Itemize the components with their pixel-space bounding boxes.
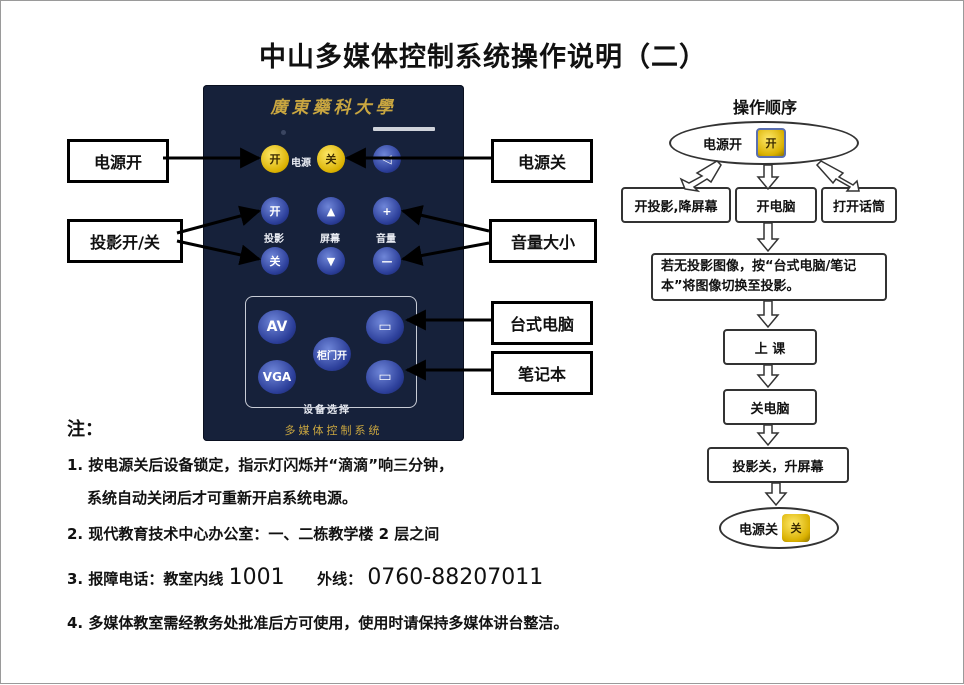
cabinet-open-button[interactable]: 柜门开 — [313, 337, 351, 371]
note-1-line-2: 系统自动关闭后才可重新开启系统电源。 — [87, 489, 358, 507]
device-select-label: 设备选择 — [299, 401, 355, 416]
callout-notebook: 笔记本 — [491, 351, 593, 395]
projector-label: 投影 — [264, 234, 284, 245]
arrow-volume-up — [400, 205, 490, 233]
arrow-up-icon: ▲ — [326, 204, 336, 218]
vga-button[interactable]: VGA — [258, 360, 296, 394]
flow-arrow-3 — [815, 160, 860, 192]
flow-step-switch: 若无投影图像，按“台式电脑/笔记本”将图像切换至投影。 — [651, 253, 887, 301]
screen-up-button[interactable]: ▲ — [317, 197, 345, 225]
laptop-icon: ▭ — [378, 369, 392, 385]
callout-power-on: 电源开 — [67, 139, 169, 183]
flow-step-projector: 开投影,降屏幕 — [621, 187, 731, 223]
desktop-monitor-icon: ▭ — [378, 319, 392, 335]
flow-start: 电源开 开 — [669, 121, 859, 165]
flow-arrow-1 — [679, 160, 722, 193]
arrow-volume-down — [400, 241, 490, 266]
volume-down-button[interactable]: — — [373, 247, 401, 275]
callout-power-off: 电源关 — [491, 139, 593, 183]
flow-arrow-5 — [756, 300, 780, 329]
note-3-mid: 外线： — [317, 570, 363, 588]
arrow-projector-off — [176, 239, 262, 266]
card-slot — [373, 127, 435, 131]
av-button[interactable]: AV — [258, 310, 296, 344]
flow-step-pc: 开电脑 — [735, 187, 817, 223]
flow-arrows — [679, 160, 860, 507]
flow-end: 电源关 关 — [719, 507, 839, 549]
power-off-button[interactable]: 关 — [317, 145, 345, 173]
flow-step-pc-off: 关电脑 — [723, 389, 817, 425]
flow-end-icon: 关 — [782, 514, 811, 542]
panel-logo: 廣東藥科大學 — [270, 98, 397, 118]
flow-arrow-7 — [756, 424, 780, 447]
note-3: 3. 报障电话：教室内线 1001 外线： 0760-88207011 — [67, 565, 543, 590]
notes-heading: 注： — [67, 419, 103, 440]
desktop-button[interactable]: ▭ — [366, 310, 404, 344]
flow-step-mic: 打开话筒 — [821, 187, 897, 223]
flow-arrow-2 — [756, 164, 780, 191]
power-on-button[interactable]: 开 — [261, 145, 289, 173]
flow-end-label: 电源关 — [739, 522, 779, 538]
arrow-projector-on — [176, 205, 262, 235]
projector-off-button[interactable]: 关 — [261, 247, 289, 275]
flow-step-class: 上 课 — [723, 329, 817, 365]
panel-bottom-label: 多媒体控制系统 — [284, 424, 383, 437]
flow-start-label: 电源开 — [703, 137, 743, 153]
flow-title: 操作顺序 — [733, 98, 798, 117]
flow-arrow-6 — [756, 364, 780, 389]
note-3-inner-line: 1001 — [228, 565, 285, 590]
page-title: 中山多媒体控制系统操作说明（二） — [259, 42, 707, 73]
power-label: 电源 — [291, 158, 311, 169]
notebook-button[interactable]: ▭ — [366, 360, 404, 394]
projector-on-button[interactable]: 开 — [261, 197, 289, 225]
screen-down-button[interactable]: ▼ — [317, 247, 345, 275]
flow-start-icon: 开 — [756, 128, 787, 158]
volume-label: 音量 — [376, 234, 396, 245]
arrow-down-icon: ▼ — [326, 254, 336, 268]
callout-desktop: 台式电脑 — [491, 301, 593, 345]
flow-arrow-4 — [756, 222, 780, 253]
indicator-led — [281, 130, 286, 135]
note-1-line-1: 1. 按电源关后设备锁定，指示灯闪烁并“滴滴”响三分钟， — [67, 456, 454, 474]
callout-projector: 投影开/关 — [67, 219, 183, 263]
screen-label: 屏幕 — [320, 234, 340, 245]
callout-volume: 音量大小 — [489, 219, 597, 263]
device-select-frame — [245, 296, 417, 408]
volume-up-button[interactable]: + — [373, 197, 401, 225]
note-3-outer-line: 0760-88207011 — [367, 565, 544, 590]
note-3-prefix: 3. 报障电话：教室内线 — [67, 570, 224, 588]
note-2: 2. 现代教育技术中心办公室：一、二栋教学楼 2 层之间 — [67, 525, 440, 543]
flow-step-projector-off: 投影关，升屏幕 — [707, 447, 849, 483]
note-4: 4. 多媒体教室需经教务处批准后方可使用，使用时请保持多媒体讲台整洁。 — [67, 614, 569, 632]
flow-arrow-8 — [764, 482, 788, 507]
